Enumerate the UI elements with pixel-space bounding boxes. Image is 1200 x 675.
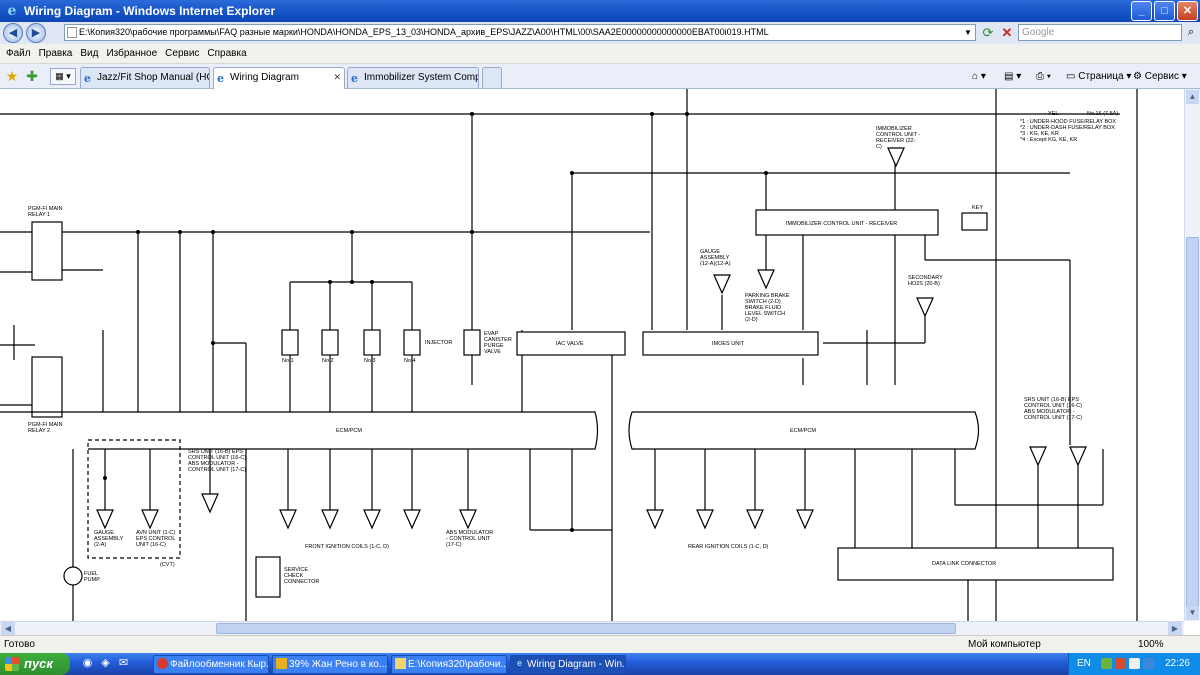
close-tab-icon[interactable]: ✕ [333, 72, 341, 82]
wiring-diagram [0, 89, 1138, 621]
scroll-down-icon[interactable]: ▼ [1186, 606, 1199, 620]
tab-shop-manual[interactable]: e Jazz/Fit Shop Manual (HOND... [80, 67, 210, 88]
tab-label: Wiring Diagram [230, 72, 299, 83]
taskbar-item[interactable]: Файлообменник Кыр... [153, 655, 269, 674]
clock: 22:26 [1164, 658, 1190, 669]
tray-icon[interactable] [1101, 658, 1112, 669]
status-bar: Готово Мой компьютер 100% [0, 635, 1200, 653]
start-button[interactable]: пуск [0, 653, 70, 675]
windows-flag-icon [5, 657, 19, 671]
menu-bar: Файл Правка Вид Избранное Сервис Справка [0, 44, 1200, 64]
status-text: Готово [4, 639, 35, 650]
ie-icon: e [516, 658, 522, 668]
add-favorites-icon[interactable]: ✚ [26, 68, 38, 84]
scroll-right-icon[interactable]: ▶ [1168, 622, 1182, 635]
system-tray: EN 22:26 [1068, 653, 1200, 675]
taskbar-item-label: Файлообменник Кыр... [170, 659, 269, 670]
menu-edit[interactable]: Правка [38, 48, 73, 59]
tab-label: Jazz/Fit Shop Manual (HOND... [97, 72, 209, 83]
security-zone: Мой компьютер [968, 639, 1041, 650]
taskbar-item-label: Wiring Diagram - Win... [527, 659, 626, 670]
tab-bar: ★ ✚ ▦ ▾ e Jazz/Fit Shop Manual (HOND... … [0, 64, 1200, 89]
vertical-scrollbar[interactable]: ▲ ▼ [1184, 89, 1200, 621]
close-button[interactable]: ✕ [1177, 1, 1198, 21]
home-icon[interactable]: ⌂ ▾ [972, 71, 986, 82]
favorites-star-icon[interactable]: ★ [5, 68, 19, 84]
taskbar-item-label: E:\Копия320\рабочи... [408, 659, 507, 670]
opera-icon [157, 658, 168, 669]
taskbar-item[interactable]: E:\Копия320\рабочи... [391, 655, 507, 674]
window-titlebar: e Wiring Diagram - Windows Internet Expl… [0, 0, 1200, 22]
address-toolbar: ◀ ▶ E:\Копия320\рабочие программы\FAQ ра… [0, 22, 1200, 44]
ie-page-icon: e [351, 72, 358, 85]
refresh-icon[interactable]: ⟳ [982, 25, 994, 40]
quicklaunch-icon[interactable]: ◉ [82, 657, 93, 669]
menu-favorites[interactable]: Избранное [106, 48, 158, 59]
folder-icon [395, 658, 406, 669]
print-icon[interactable]: ⎙ ▾ [1036, 71, 1051, 82]
tools-menu[interactable]: ⚙ Сервис ▾ [1133, 71, 1187, 82]
tray-icon[interactable] [1143, 658, 1154, 669]
feeds-icon[interactable]: ▤ ▾ [1004, 71, 1022, 82]
tab-label: Immobilizer System Compone... [364, 72, 478, 83]
taskbar-item[interactable]: 39% Жан Рено в ко... [272, 655, 388, 674]
page-menu[interactable]: ▭ Страница ▾ [1066, 71, 1132, 82]
quicklaunch-icon[interactable]: ✉ [118, 657, 129, 669]
language-indicator[interactable]: EN [1077, 658, 1091, 669]
minimize-button[interactable]: _ [1131, 1, 1152, 21]
tray-icon[interactable] [1115, 658, 1126, 669]
download-icon [276, 658, 287, 669]
taskbar-item-label: 39% Жан Рено в ко... [289, 659, 388, 670]
page-content [0, 89, 1184, 621]
address-input[interactable]: E:\Копия320\рабочие программы\FAQ разные… [64, 24, 976, 41]
forward-button[interactable]: ▶ [26, 23, 46, 43]
tab-immobilizer[interactable]: e Immobilizer System Compone... [347, 67, 479, 88]
zoom-level[interactable]: 100% [1138, 639, 1164, 650]
window-title: Wiring Diagram - Windows Internet Explor… [24, 4, 276, 18]
new-tab-button[interactable] [482, 67, 502, 88]
menu-tools[interactable]: Сервис [165, 48, 200, 59]
tools-menu-label: Сервис [1144, 71, 1179, 82]
quicklaunch-icon[interactable]: ◈ [101, 657, 110, 669]
stop-icon[interactable]: ✕ [1001, 25, 1013, 40]
tab-wiring-diagram[interactable]: e Wiring Diagram ✕ [213, 67, 345, 89]
tray-icon[interactable] [1129, 658, 1140, 669]
ie-page-icon: e [84, 72, 91, 85]
menu-view[interactable]: Вид [80, 48, 99, 59]
scroll-left-icon[interactable]: ◀ [1, 622, 15, 635]
page-menu-label: Страница [1078, 71, 1124, 82]
start-label: пуск [24, 656, 53, 671]
taskbar: пуск ◉ ◈ ✉ Файлообменник Кыр... 39% Жан … [0, 653, 1200, 675]
scroll-up-icon[interactable]: ▲ [1186, 90, 1199, 104]
horizontal-scrollbar[interactable]: ◀ ▶ [0, 621, 1184, 635]
menu-help[interactable]: Справка [207, 48, 247, 59]
search-icon[interactable]: ⌕ [1187, 26, 1195, 38]
ie-page-icon: e [217, 72, 224, 85]
horizontal-scroll-thumb[interactable] [216, 623, 956, 634]
address-dropdown-icon[interactable]: ▼ [964, 28, 972, 37]
address-url: E:\Копия320\рабочие программы\FAQ разные… [79, 27, 769, 37]
back-button[interactable]: ◀ [3, 23, 23, 43]
taskbar-item[interactable]: e Wiring Diagram - Win... [510, 655, 626, 674]
vertical-scroll-thumb[interactable] [1186, 237, 1199, 607]
quick-tabs-button[interactable]: ▦ ▾ [50, 68, 76, 85]
maximize-button[interactable]: □ [1154, 1, 1175, 21]
menu-file[interactable]: Файл [6, 48, 31, 59]
page-icon [67, 27, 77, 38]
search-input[interactable]: Google [1018, 24, 1182, 41]
ie-logo-icon: e [7, 3, 17, 19]
